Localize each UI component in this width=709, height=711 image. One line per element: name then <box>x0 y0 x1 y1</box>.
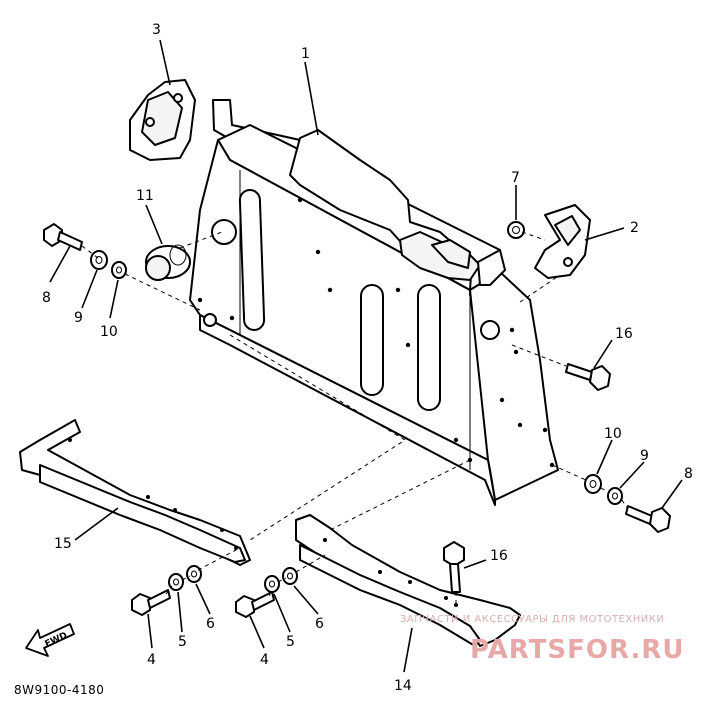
callout-11: 11 <box>136 188 154 204</box>
washer-part-10-right <box>584 474 602 494</box>
bolt-part-16-bottom <box>443 541 465 593</box>
callout-5-right: 5 <box>286 634 295 650</box>
bracket-part-3 <box>129 79 196 161</box>
callout-1: 1 <box>301 46 310 62</box>
callout-3: 3 <box>152 22 161 38</box>
bracket-part-2 <box>534 204 591 279</box>
bolt-part-8-right <box>625 505 671 533</box>
callout-15: 15 <box>54 536 72 552</box>
callout-2: 2 <box>630 220 639 236</box>
callout-16-right: 16 <box>615 326 633 342</box>
rubber-damper-part-11 <box>145 244 191 281</box>
callout-labels: 1 2 3 4 4 5 5 6 6 7 8 8 9 9 10 10 11 14 … <box>42 22 693 694</box>
watermark: ЗАПЧАСТИ И АКСЕССУАРЫ ДЛЯ МОТОТЕХНИКИ PA… <box>400 614 684 665</box>
callout-6-left: 6 <box>206 616 215 632</box>
washer-part-5-left <box>168 573 184 591</box>
bolt-part-4-left <box>131 589 171 616</box>
washer-part-6-right <box>282 567 298 585</box>
watermark-tagline: ЗАПЧАСТИ И АКСЕССУАРЫ ДЛЯ МОТОТЕХНИКИ <box>400 614 664 625</box>
callout-8-right: 8 <box>684 466 693 482</box>
leader-lines <box>49 39 683 673</box>
bolt-part-16-right <box>565 363 611 391</box>
nut-part-7 <box>507 221 525 239</box>
bolt-part-4-right <box>235 591 275 618</box>
callout-9-right: 9 <box>640 448 649 464</box>
callout-4-left: 4 <box>147 652 156 668</box>
fwd-arrow-icon: FWD <box>25 623 75 657</box>
washer-part-10-left <box>111 261 127 279</box>
diagram-number: 8W9100-4180 <box>14 683 104 697</box>
washer-part-6-left <box>186 565 202 583</box>
main-bracket-part <box>189 99 559 506</box>
callout-10-right: 10 <box>604 426 622 442</box>
callout-7: 7 <box>511 170 520 186</box>
washer-part-9-left <box>90 250 108 270</box>
callout-10-left: 10 <box>100 324 118 340</box>
washer-part-9-right <box>607 487 623 505</box>
assembly-lines <box>81 231 628 606</box>
bolt-part-8-left <box>43 223 83 251</box>
callout-9-left: 9 <box>74 310 83 326</box>
callout-14: 14 <box>394 678 412 694</box>
callout-6-right: 6 <box>315 616 324 632</box>
rail-part-14 <box>295 514 521 647</box>
watermark-brand: PARTSFOR.RU <box>470 635 684 665</box>
callout-5-left: 5 <box>178 634 187 650</box>
rail-part-15 <box>19 419 251 566</box>
washer-part-5-right <box>264 575 280 593</box>
callout-16-bottom: 16 <box>490 548 508 564</box>
callout-4-right: 4 <box>260 652 269 668</box>
callout-8-left: 8 <box>42 290 51 306</box>
